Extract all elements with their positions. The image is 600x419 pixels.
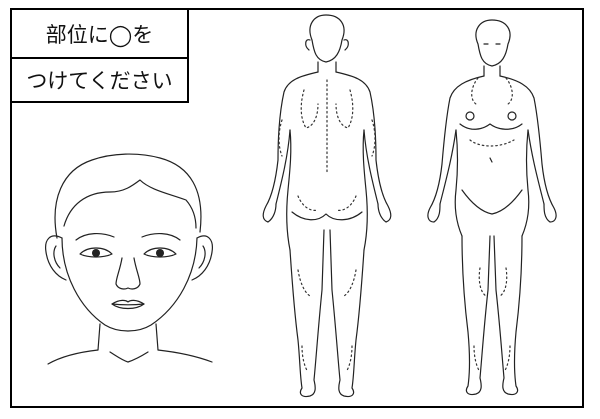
- body-front-view[interactable]: [428, 20, 556, 395]
- face-front[interactable]: [46, 154, 213, 364]
- body-back-view[interactable]: [263, 15, 391, 397]
